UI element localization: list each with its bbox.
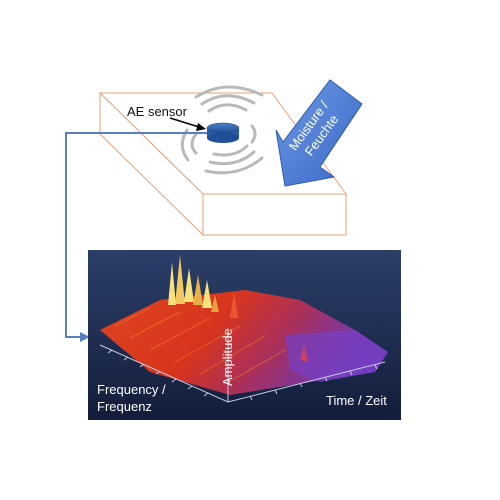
time-label: Time / Zeit: [326, 393, 387, 408]
surface-texture: [114, 307, 286, 385]
frequency-label-line2: Frequenz: [97, 399, 152, 414]
spectrum-surface-tail: [285, 330, 388, 382]
block-front-face: [202, 193, 347, 236]
spectrogram-plot: Amplitude Frequency / Frequenz Time / Ze…: [88, 250, 401, 420]
moisture-arrow: [275, 79, 363, 187]
frequency-label-line1: Frequency /: [97, 382, 166, 397]
peak-spikes: [168, 255, 308, 362]
plot-axes: [99, 330, 386, 403]
block-side-face: [99, 91, 204, 237]
acoustic-waves: [180, 85, 264, 175]
frequency-ticks: [107, 349, 209, 397]
ae-sensor: [206, 122, 240, 143]
sensor-pointer-arrow: [169, 117, 206, 131]
signal-cable: [65, 132, 207, 342]
sensor-label: AE sensor: [127, 104, 188, 119]
amplitude-label: Amplitude: [220, 328, 235, 386]
time-ticks: [249, 364, 378, 401]
